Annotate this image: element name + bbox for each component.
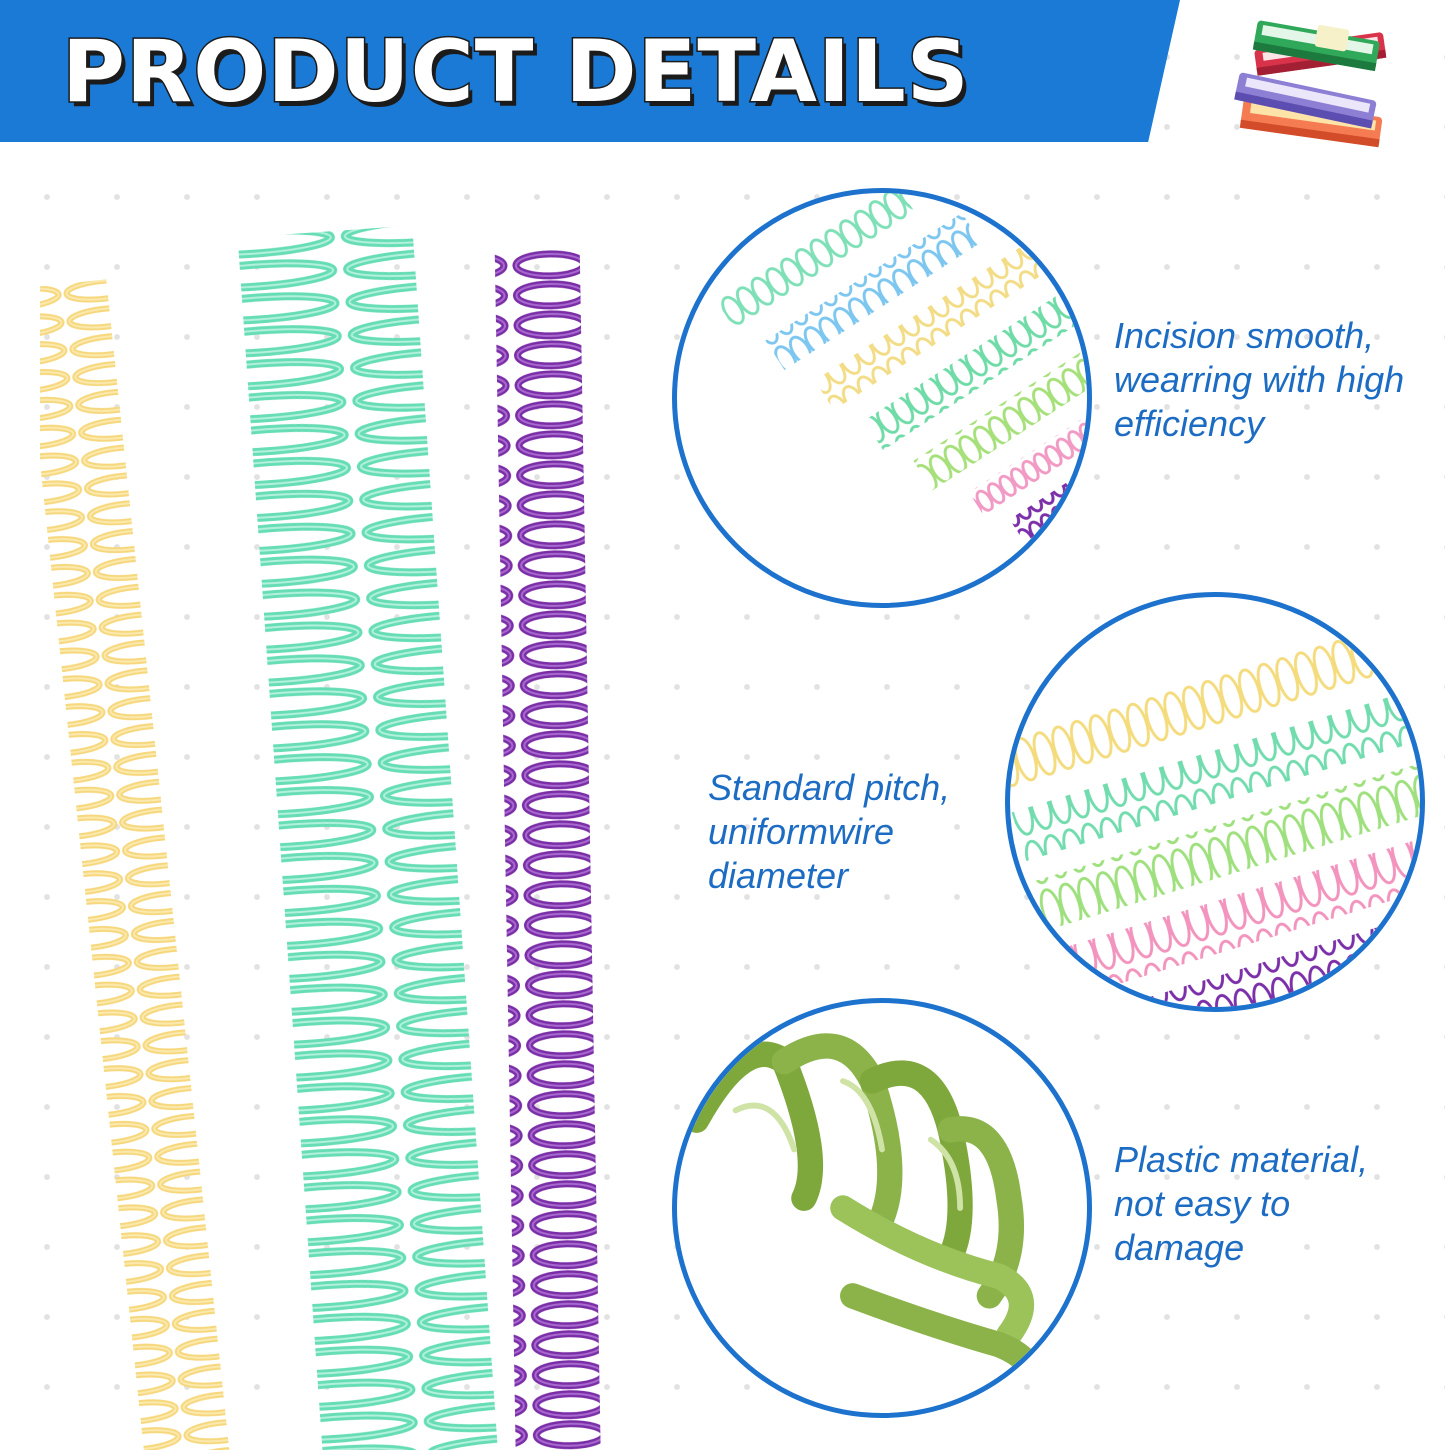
feature-text-material: Plastic material, not easy to damage [1114, 1138, 1368, 1270]
header-banner [0, 0, 1180, 142]
feature-line: uniformwire [708, 811, 895, 852]
green-coil-macro-image [683, 1033, 1047, 1413]
feature-line: efficiency [1114, 403, 1265, 444]
feature-line: diameter [708, 855, 849, 896]
binding-coils-image [40, 225, 601, 1450]
feature-line: Plastic material, [1114, 1139, 1369, 1180]
assorted-color-coils-image [716, 193, 1087, 570]
feature-line: wearring with high [1114, 359, 1405, 400]
feature-text-incision: Incision smooth, wearring with high effi… [1114, 314, 1404, 446]
detail-circle-assorted-coils [672, 188, 1092, 608]
detail-circle-coil-pitch [1005, 592, 1425, 1012]
detail-circle-plastic-coil [672, 998, 1092, 1418]
feature-line: Incision smooth, [1114, 315, 1375, 356]
feature-line: not easy to [1114, 1183, 1291, 1224]
page-title: PRODUCT DETAILS [61, 21, 971, 124]
stacked-books-icon [1234, 20, 1387, 156]
feature-line: Standard pitch, [708, 767, 951, 808]
feature-line: damage [1114, 1227, 1245, 1268]
feature-text-pitch: Standard pitch, uniformwire diameter [708, 766, 950, 898]
coil-pitch-closeup-image [1010, 606, 1420, 1007]
